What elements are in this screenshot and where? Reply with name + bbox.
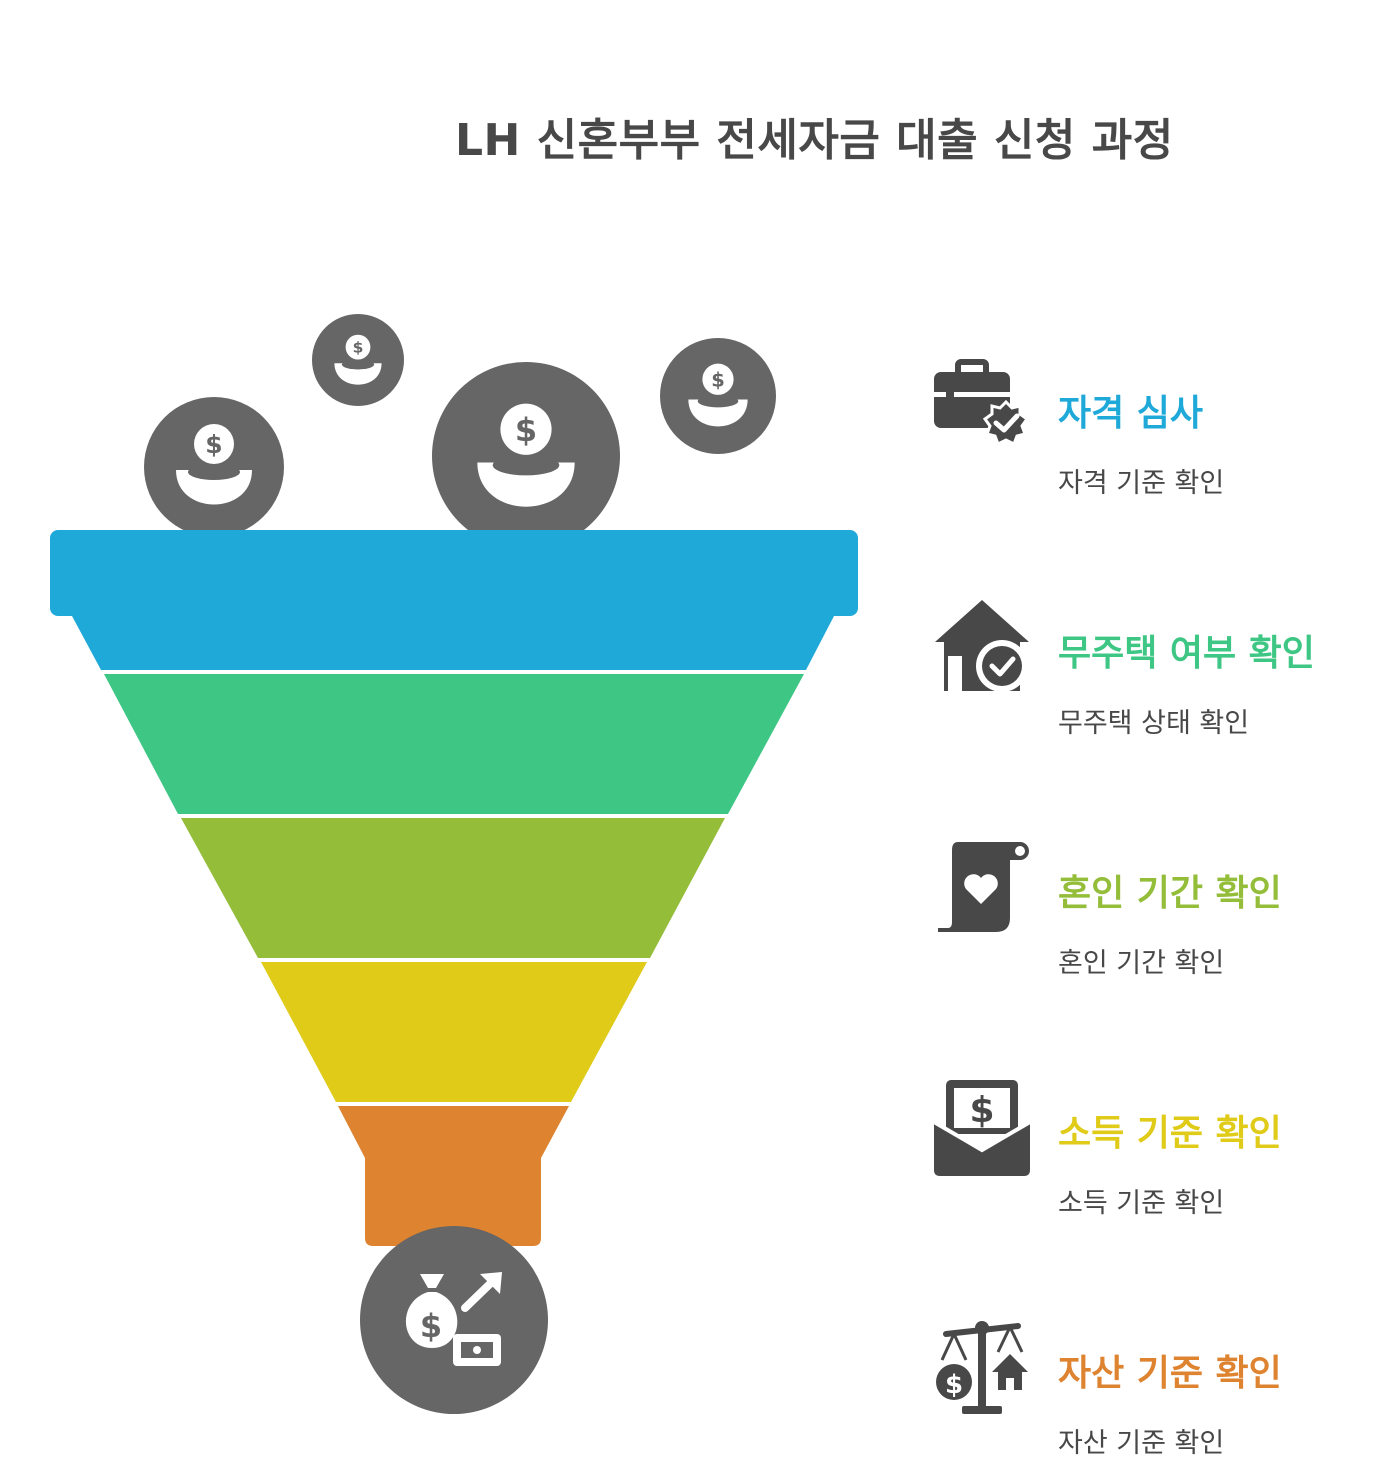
step-desc-5: 자산 기준 확인	[1058, 1428, 1225, 1459]
funnel-layer-1	[50, 530, 858, 670]
step-title-1: 자격 심사	[1058, 393, 1204, 434]
briefcase-check-icon	[934, 359, 1030, 447]
step-title-5: 자산 기준 확인	[1058, 1353, 1282, 1394]
funnel-layer-4	[261, 962, 647, 1102]
money-envelope-icon: $	[932, 1080, 1032, 1176]
funnel-layer-2	[104, 674, 804, 814]
svg-text:$: $	[945, 1370, 963, 1400]
step-desc-4: 소득 기준 확인	[1058, 1188, 1225, 1219]
step-desc-3: 혼인 기간 확인	[1058, 948, 1225, 979]
heart-document-icon	[938, 842, 1029, 932]
step-desc-1: 자격 기준 확인	[1058, 468, 1225, 499]
asset-scale-icon: $	[936, 1321, 1028, 1414]
funnel-layer-5	[338, 1106, 569, 1246]
step-title-2: 무주택 여부 확인	[1058, 633, 1315, 674]
page-title: LH 신혼부부 전세자금 대출 신청 과정	[455, 115, 1174, 166]
funnel-layer-3	[181, 818, 725, 958]
coin-bowl-icon	[432, 362, 620, 550]
coin-bowl-icon	[660, 338, 776, 454]
funnel-diagram: $ $	[50, 314, 858, 1414]
step-title-4: 소득 기준 확인	[1058, 1113, 1282, 1154]
money-bag-growth-icon: $	[360, 1226, 548, 1414]
coin-bowl-icon	[144, 397, 284, 537]
svg-text:$: $	[969, 1090, 994, 1131]
coin-bowl-icon	[312, 314, 404, 406]
step-title-3: 혼인 기간 확인	[1058, 873, 1282, 914]
house-check-icon	[935, 600, 1029, 692]
step-desc-2: 무주택 상태 확인	[1058, 708, 1250, 739]
svg-text:$: $	[420, 1307, 442, 1345]
